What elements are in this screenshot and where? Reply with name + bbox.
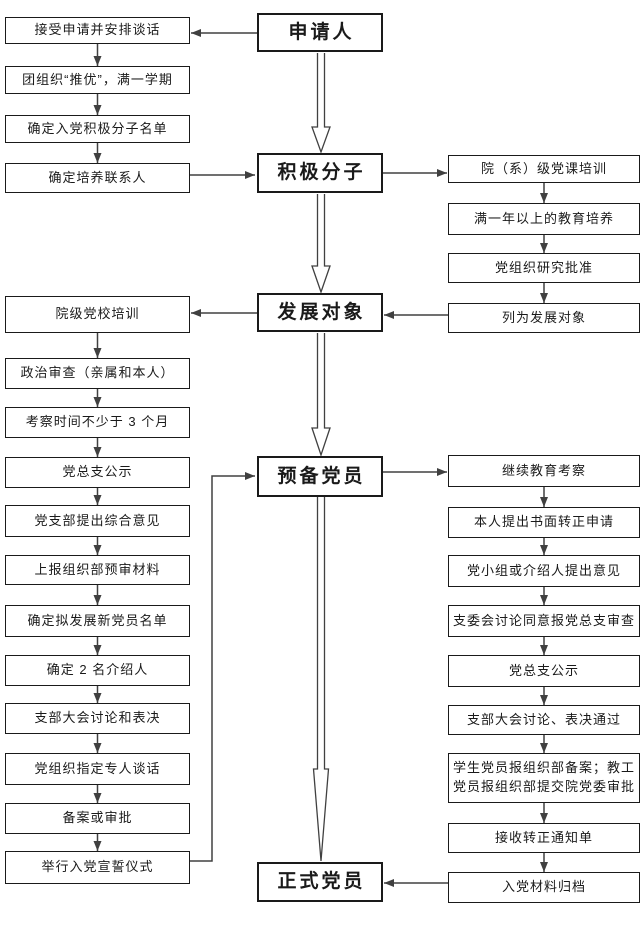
arrow-applicant-to-activist bbox=[311, 53, 331, 154]
left-step-13: 支部大会讨论和表决 bbox=[5, 703, 190, 734]
left-step-7: 考察时间不少于 3 个月 bbox=[5, 407, 190, 438]
right-step-2: 满一年以上的教育培养 bbox=[448, 203, 640, 235]
left-step-14: 党组织指定专人谈话 bbox=[5, 753, 190, 785]
stage-activist: 积极分子 bbox=[257, 153, 383, 193]
stage-full-member: 正式党员 bbox=[257, 862, 383, 902]
left-step-11: 确定拟发展新党员名单 bbox=[5, 605, 190, 637]
right-step-4: 列为发展对象 bbox=[448, 303, 640, 333]
left-step-9: 党支部提出综合意见 bbox=[5, 505, 190, 537]
stage-applicant: 申请人 bbox=[257, 13, 383, 52]
right-step-8: 支委会讨论同意报党总支审查 bbox=[448, 605, 640, 637]
horizontal-connectors bbox=[190, 29, 448, 887]
stage-probationary-member: 预备党员 bbox=[257, 456, 383, 497]
right-step-1: 院（系）级党课培训 bbox=[448, 155, 640, 183]
stage-development-target: 发展对象 bbox=[257, 293, 383, 332]
right-step-13: 入党材料归档 bbox=[448, 872, 640, 903]
left-step-1: 接受申请并安排谈话 bbox=[5, 17, 190, 44]
left-step-8: 党总支公示 bbox=[5, 457, 190, 488]
arrow-probationary-to-full-member bbox=[312, 497, 330, 862]
arrow-activist-to-development-target bbox=[311, 194, 331, 294]
right-step-9: 党总支公示 bbox=[448, 655, 640, 687]
right-step-12: 接收转正通知单 bbox=[448, 823, 640, 853]
right-step-10: 支部大会讨论、表决通过 bbox=[448, 705, 640, 735]
right-step-7: 党小组或介绍人提出意见 bbox=[448, 555, 640, 587]
left-step-6: 政治审查（亲属和本人） bbox=[5, 358, 190, 389]
right-step-11: 学生党员报组织部备案；教工党员报组织部提交院党委审批 bbox=[448, 753, 640, 803]
left-step-15: 备案或审批 bbox=[5, 803, 190, 834]
left-step-5: 院级党校培训 bbox=[5, 296, 190, 333]
right-step-6: 本人提出书面转正申请 bbox=[448, 507, 640, 538]
left-step-12: 确定 2 名介绍人 bbox=[5, 655, 190, 686]
left-step-2: 团组织“推优”，满一学期 bbox=[5, 66, 190, 94]
arrow-development-target-to-probationary bbox=[311, 333, 331, 458]
right-step-5: 继续教育考察 bbox=[448, 455, 640, 487]
left-step-4: 确定培养联系人 bbox=[5, 163, 190, 193]
stage-flow-arrows bbox=[311, 53, 331, 862]
left-step-3: 确定入党积极分子名单 bbox=[5, 115, 190, 143]
right-step-3: 党组织研究批准 bbox=[448, 253, 640, 283]
left-step-10: 上报组织部预审材料 bbox=[5, 555, 190, 585]
left-step-16: 举行入党宣誓仪式 bbox=[5, 851, 190, 884]
arrow-oath-ceremony-to-probationary bbox=[190, 472, 255, 862]
